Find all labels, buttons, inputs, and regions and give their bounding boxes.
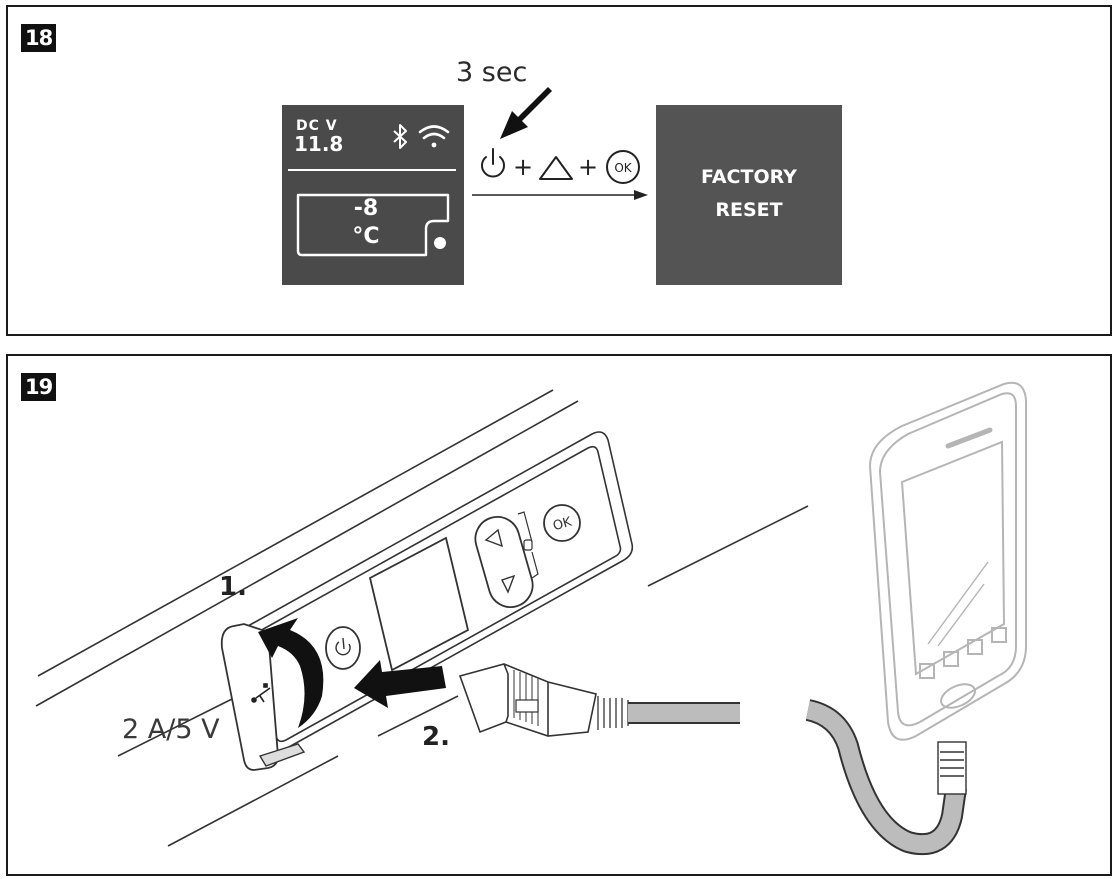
up-triangle-icon — [539, 156, 573, 180]
bluetooth-icon — [393, 124, 407, 149]
plus-sign: + — [578, 153, 598, 181]
up-down-rocker-button — [474, 516, 534, 608]
wifi-icon — [418, 125, 450, 148]
panel-ok-button: OK — [543, 504, 581, 542]
svg-text:OK: OK — [551, 515, 574, 535]
step-1-label: 1. — [219, 572, 247, 602]
device-edge-line — [167, 755, 339, 847]
dc-voltage-value: 11.8 — [294, 132, 344, 156]
figure-number: 19 — [21, 373, 57, 401]
display-icons — [296, 124, 450, 257]
device-edge-line — [117, 695, 239, 757]
usb-cable — [805, 701, 965, 854]
power-button — [325, 626, 361, 670]
arrow-icon — [354, 660, 446, 708]
temperature-frame — [296, 193, 450, 257]
device-edge-line — [377, 695, 459, 737]
factory-reset-line2: RESET — [715, 199, 783, 221]
svg-text:OK: OK — [614, 161, 632, 175]
process-arrow-head — [634, 190, 648, 200]
power-icon — [481, 148, 505, 178]
press-arrow-icon — [500, 87, 552, 139]
plus-sign: + — [513, 153, 533, 181]
smartphone-icon — [868, 381, 1027, 741]
ok-button-icon: OK — [606, 150, 640, 184]
button-sequence-graphic: + + OK — [472, 87, 648, 200]
usb-icon — [251, 683, 271, 703]
phone-connector — [937, 741, 967, 795]
controller-display: DC V 11.8 -8 °C — [282, 105, 464, 285]
factory-reset-box: FACTORY RESET — [656, 105, 842, 285]
power-icon — [335, 637, 351, 656]
usb-rating-label: 2 A/5 V — [122, 714, 220, 745]
lock-icon — [517, 511, 539, 579]
usb-charging-illustration: OK — [35, 381, 1027, 856]
down-triangle-icon — [501, 574, 516, 594]
panel-display-window — [368, 536, 470, 672]
usb-plug-icon — [458, 663, 635, 737]
device-edge-line — [647, 505, 809, 587]
curved-arrow-icon — [258, 618, 324, 728]
temperature-unit: °C — [352, 224, 380, 249]
device-edge-line — [35, 400, 579, 707]
up-triangle-icon — [484, 528, 504, 548]
usb-cover-flap — [220, 623, 306, 771]
display-divider — [288, 169, 456, 171]
factory-reset-line1: FACTORY — [701, 166, 797, 188]
hold-time-label: 3 sec — [456, 57, 528, 88]
figure-18-panel: 18 DC V 11.8 -8 °C 3 sec — [6, 5, 1112, 336]
indicator-dot — [434, 237, 446, 249]
figure-19-panel: 19 — [6, 354, 1112, 876]
figure-number: 18 — [21, 24, 57, 52]
step-2-label: 2. — [422, 722, 450, 752]
temperature-value: -8 — [353, 196, 379, 221]
device-edge-line — [37, 389, 554, 677]
dc-voltage-label: DC V — [296, 118, 338, 134]
